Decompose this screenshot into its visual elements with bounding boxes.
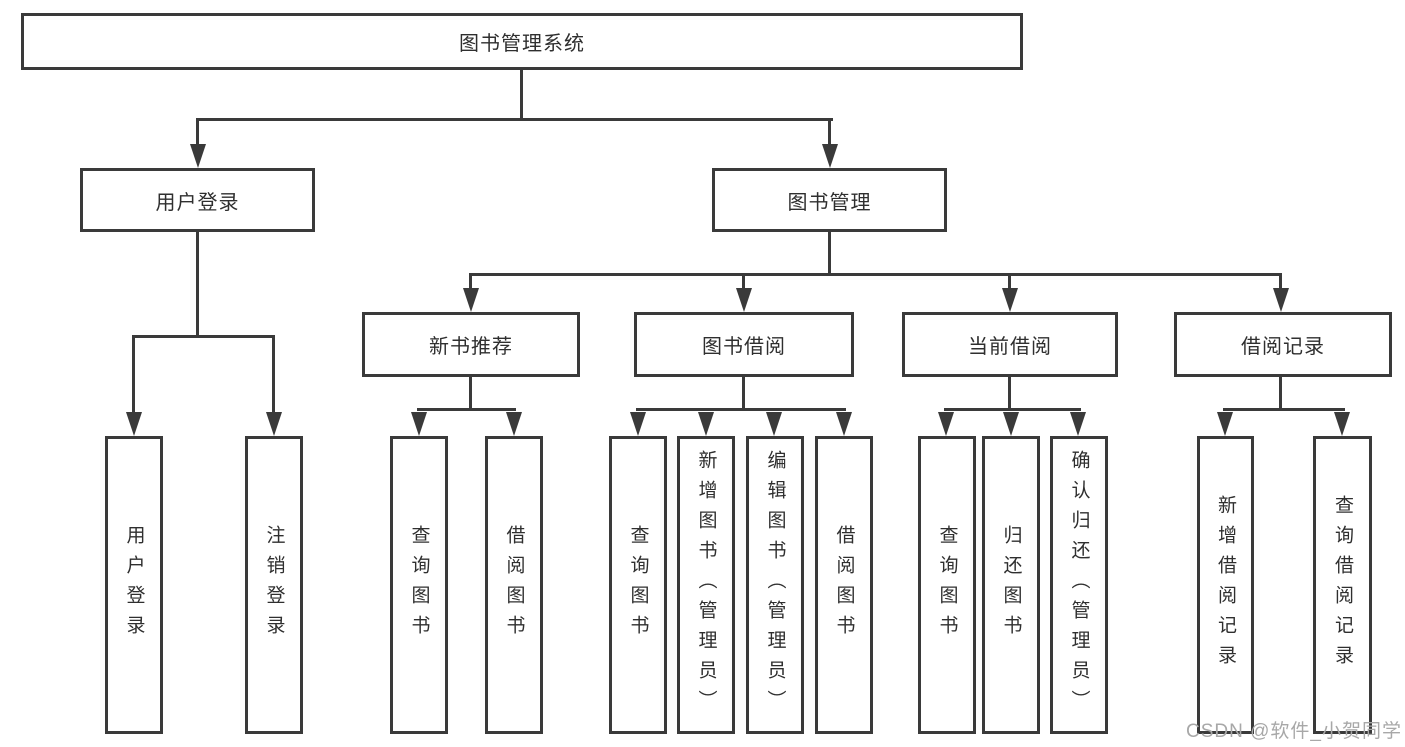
connector-drop bbox=[132, 335, 135, 413]
arrow-down-icon bbox=[736, 288, 752, 312]
leaf-cb-confirm-return: 确认归还（管理员） bbox=[1050, 436, 1108, 734]
leaf-bb-borrow-book: 借阅图书 bbox=[815, 436, 873, 734]
connector-drop bbox=[828, 118, 831, 146]
leaf-cb-query-book: 查询图书 bbox=[918, 436, 976, 734]
connector-drop bbox=[196, 118, 199, 146]
connector-new-book-recommend-stem bbox=[469, 377, 472, 408]
leaf-bb-add-book: 新增图书（管理员） bbox=[677, 436, 735, 734]
connector-root-stem bbox=[520, 70, 523, 118]
connector-current-borrow-branch bbox=[944, 408, 1081, 411]
arrow-down-icon bbox=[1003, 412, 1019, 436]
leaf-nb-query-book: 查询图书 bbox=[390, 436, 448, 734]
leaf-nb-borrow-book: 借阅图书 bbox=[485, 436, 543, 734]
leaf-bb-edit-book: 编辑图书（管理员） bbox=[746, 436, 804, 734]
connector-drop bbox=[1279, 273, 1282, 289]
arrow-down-icon bbox=[698, 412, 714, 436]
node-root: 图书管理系统 bbox=[21, 13, 1023, 70]
connector-book-management-stem bbox=[828, 232, 831, 273]
leaf-logout: 注销登录 bbox=[245, 436, 303, 734]
arrow-down-icon bbox=[1334, 412, 1350, 436]
connector-user-login-stem bbox=[196, 232, 199, 335]
arrow-down-icon bbox=[463, 288, 479, 312]
arrow-down-icon bbox=[836, 412, 852, 436]
connector-drop bbox=[272, 335, 275, 413]
leaf-bb-query-book: 查询图书 bbox=[609, 436, 667, 734]
connector-level1-branch bbox=[196, 118, 833, 121]
arrow-down-icon bbox=[1273, 288, 1289, 312]
arrow-down-icon bbox=[938, 412, 954, 436]
node-book-borrow: 图书借阅 bbox=[634, 312, 854, 377]
arrow-down-icon bbox=[506, 412, 522, 436]
leaf-br-add-record: 新增借阅记录 bbox=[1197, 436, 1254, 734]
connector-level2-branch bbox=[469, 273, 1282, 276]
node-user-login: 用户登录 bbox=[80, 168, 315, 232]
arrow-down-icon bbox=[266, 412, 282, 436]
connector-drop bbox=[469, 273, 472, 289]
connector-current-borrow-stem bbox=[1008, 377, 1011, 409]
connector-book-borrow-stem bbox=[742, 377, 745, 408]
connector-borrow-record-branch bbox=[1223, 408, 1345, 411]
connector-new-book-recommend-branch bbox=[417, 408, 516, 411]
node-borrow-record: 借阅记录 bbox=[1174, 312, 1392, 377]
connector-drop bbox=[1008, 273, 1011, 289]
leaf-br-query-record: 查询借阅记录 bbox=[1313, 436, 1372, 734]
node-new-book-recommend: 新书推荐 bbox=[362, 312, 580, 377]
arrow-down-icon bbox=[630, 412, 646, 436]
node-current-borrow: 当前借阅 bbox=[902, 312, 1118, 377]
connector-user-login-branch bbox=[132, 335, 275, 338]
connector-book-borrow-branch bbox=[636, 408, 846, 411]
watermark: CSDN @软件_小贺同学 bbox=[1186, 721, 1402, 742]
leaf-cb-return-book: 归还图书 bbox=[982, 436, 1040, 734]
connector-drop bbox=[742, 273, 745, 289]
leaf-user-login: 用户登录 bbox=[105, 436, 163, 734]
arrow-down-icon bbox=[190, 144, 206, 168]
connector-borrow-record-stem bbox=[1279, 377, 1282, 409]
arrow-down-icon bbox=[822, 144, 838, 168]
node-book-management: 图书管理 bbox=[712, 168, 947, 232]
arrow-down-icon bbox=[1070, 412, 1086, 436]
arrow-down-icon bbox=[1002, 288, 1018, 312]
arrow-down-icon bbox=[1217, 412, 1233, 436]
arrow-down-icon bbox=[766, 412, 782, 436]
arrow-down-icon bbox=[126, 412, 142, 436]
arrow-down-icon bbox=[411, 412, 427, 436]
